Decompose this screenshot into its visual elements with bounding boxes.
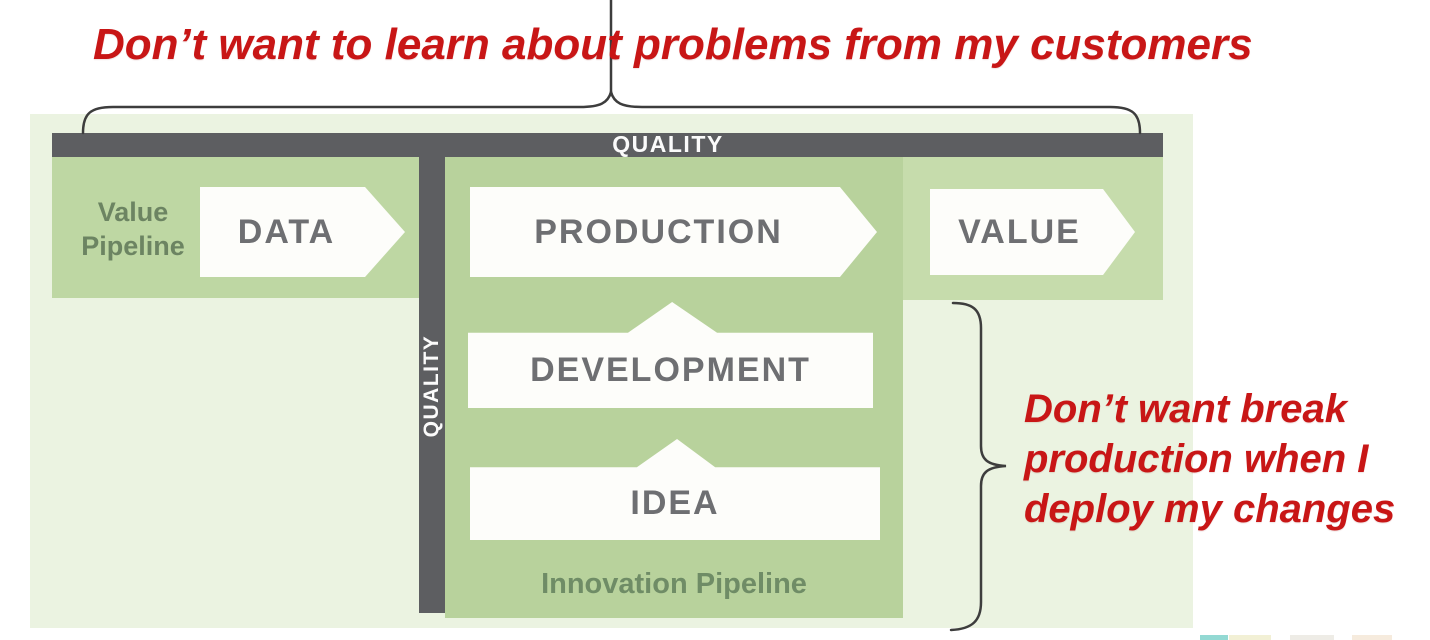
top-annotation: Don’t want to learn about problems from … [93, 20, 1253, 69]
stage-arrow-data: DATA [200, 187, 405, 277]
value-pipeline-label: Value Pipeline [58, 195, 208, 263]
quality-bar-horizontal [52, 133, 1163, 157]
quality-bar-horizontal-label: QUALITY [612, 131, 724, 157]
bottom-edge-artifact-teal [1200, 635, 1228, 640]
right-annotation: Don’t want break production when I deplo… [1024, 384, 1395, 534]
right-annotation-line1: Don’t want break [1024, 387, 1347, 431]
quality-bar-vertical-label: QUALITY [420, 334, 443, 438]
stage-label-data: DATA [237, 212, 336, 251]
right-annotation-line2: production when I [1024, 437, 1369, 481]
stage-label-idea: IDEA [630, 483, 720, 522]
right-annotation-line3: deploy my changes [1024, 487, 1396, 531]
stage-label-development: DEVELOPMENT [530, 350, 811, 389]
bottom-edge-artifact-peach [1352, 635, 1392, 640]
stage-label-production: PRODUCTION [534, 212, 783, 251]
stage-label-value: VALUE [958, 212, 1081, 251]
bottom-edge-artifact-gray [1290, 635, 1334, 640]
value-pipeline-label-line2: Pipeline [81, 231, 185, 261]
bottom-edge-artifact-yellow [1229, 635, 1271, 640]
value-pipeline-label-line1: Value [97, 197, 169, 227]
quality-bar-vertical [419, 133, 445, 613]
innovation-pipeline-label: Innovation Pipeline [541, 568, 807, 600]
stage-arrow-value: VALUE [930, 189, 1135, 275]
stage-arrow-production: PRODUCTION [470, 187, 877, 277]
